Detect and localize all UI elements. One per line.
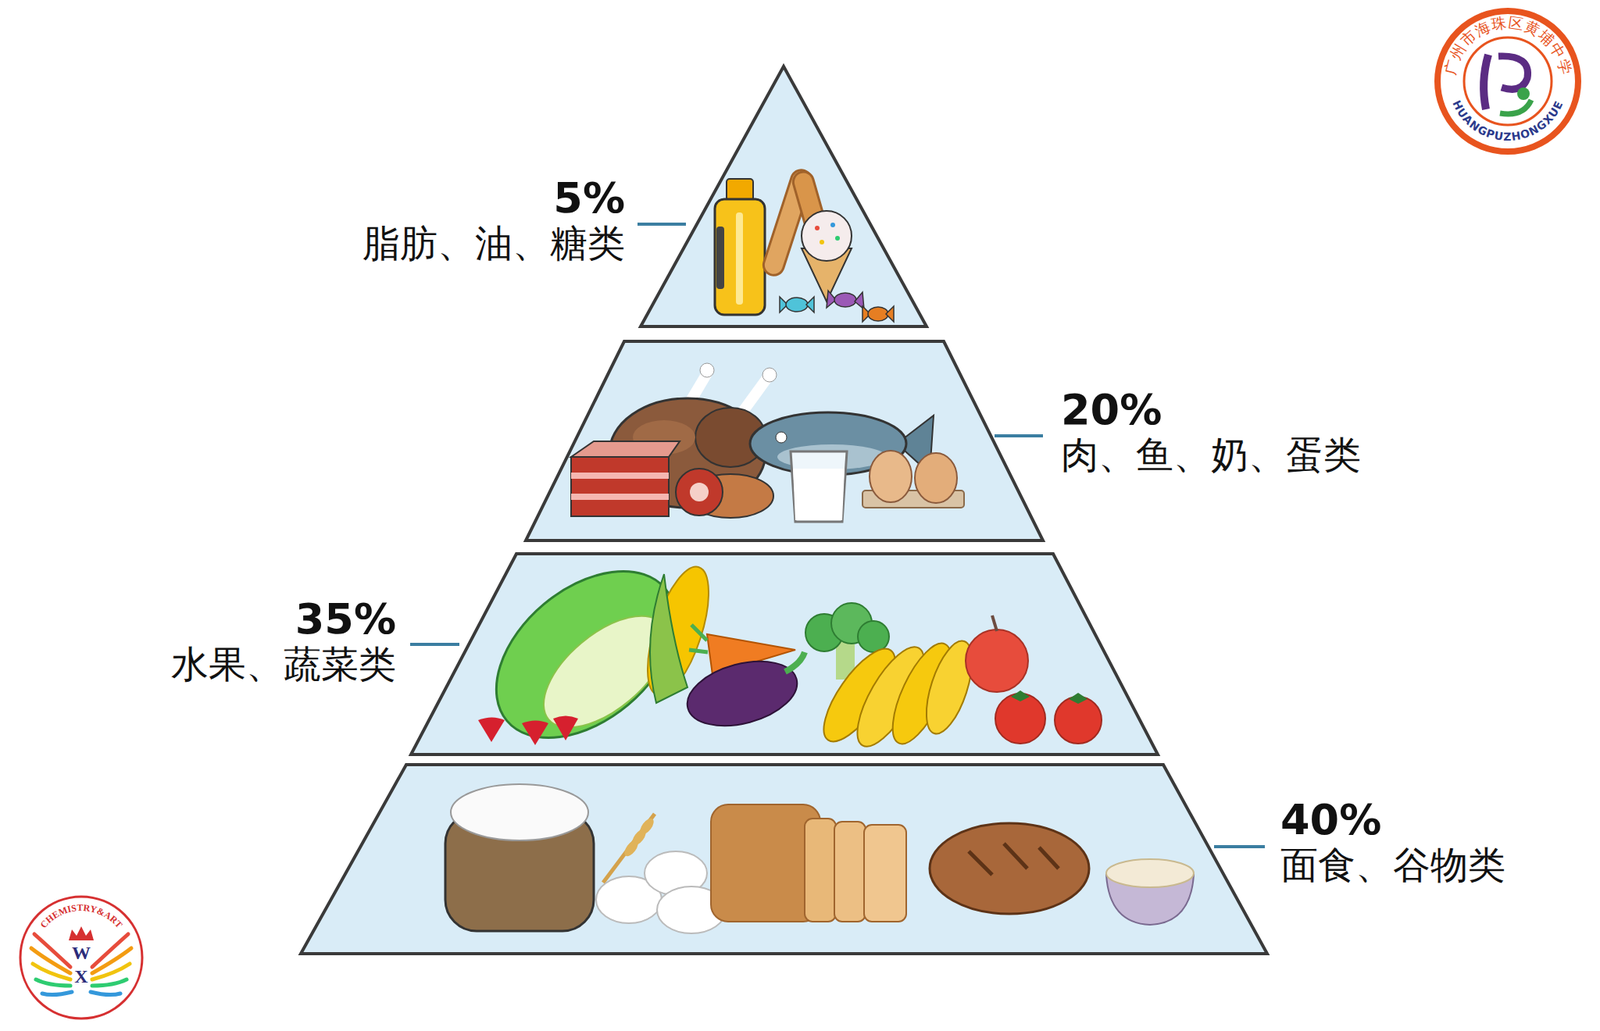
- food-group: 脂肪、油、糖类: [362, 221, 625, 267]
- chem-art-logo-part: [31, 934, 132, 996]
- school-logo-part: [1437, 10, 1579, 152]
- band-trapezoid: [410, 553, 1158, 755]
- food-group: 水果、蔬菜类: [171, 642, 397, 688]
- logo-letter: W: [71, 943, 91, 963]
- school-logo-part: [1517, 87, 1530, 100]
- arc-text: HUANGPUZHONGXUE: [1450, 98, 1566, 143]
- band-trapezoid: [300, 764, 1268, 954]
- band-outline: [522, 338, 1047, 544]
- percentage: 20%: [1060, 386, 1361, 433]
- chem-art-logo-part: [68, 926, 94, 941]
- pyramid-band: 35%水果、蔬菜类: [407, 550, 1161, 758]
- chem-art-logo-part: [32, 964, 71, 980]
- school-logo-part: [1483, 54, 1489, 110]
- chem-art-logo-part: [31, 948, 71, 974]
- school-name: 广州市海珠区黄埔中学: [1440, 13, 1575, 77]
- logo-letter: X: [74, 967, 88, 986]
- arc-text: 广州市海珠区黄埔中学: [1440, 13, 1575, 77]
- chem-art-logo: CHEMISTRY&ART: [20, 896, 143, 1019]
- leader-lines-part: [1214, 845, 1265, 849]
- food-group: 肉、鱼、奶、蛋类: [1060, 432, 1361, 479]
- percentage: 35%: [171, 596, 397, 643]
- logo-letter-holder: W: [71, 943, 91, 963]
- chem-art-logo-part: [92, 934, 129, 968]
- logo-letter-holder: X: [74, 967, 88, 986]
- pyramid-band: 5%脂肪、油、糖类: [637, 63, 930, 330]
- band-label: 5%脂肪、油、糖类: [362, 175, 625, 267]
- school-logo-part: [1498, 56, 1529, 90]
- school-logo-part: [1500, 100, 1532, 115]
- band-label: 35%水果、蔬菜类: [171, 596, 397, 688]
- percentage: 5%: [362, 175, 625, 222]
- school-logo: 广州市海珠区黄埔中学 HUANGPUZHONGXUE: [1437, 10, 1579, 152]
- leader-lines-part: [410, 642, 460, 647]
- band-outline: [637, 63, 930, 330]
- school-logo-part: [1464, 37, 1552, 125]
- pyramid-band: 20%肉、鱼、奶、蛋类: [522, 338, 1047, 544]
- chem-art-logo-part: [35, 979, 71, 986]
- leader-lines-part: [637, 222, 686, 226]
- food-group: 面食、谷物类: [1280, 842, 1506, 889]
- band-label: 40%面食、谷物类: [1280, 796, 1506, 889]
- chem-art-logo-part: [92, 964, 130, 980]
- band-outline: [297, 761, 1271, 958]
- band-trapezoid: [525, 341, 1043, 541]
- percentage: 40%: [1280, 796, 1506, 843]
- logo-text: CHEMISTRY&ART: [37, 902, 125, 931]
- chem-art-logo-part: [42, 992, 72, 996]
- chem-art-logo-part: [92, 948, 132, 974]
- leader-lines-part: [994, 434, 1043, 438]
- band-label: 20%肉、鱼、奶、蛋类: [1060, 386, 1361, 479]
- band-outline: [407, 550, 1161, 758]
- band-trapezoid: [640, 66, 927, 327]
- arc-text: CHEMISTRY&ART: [37, 902, 125, 931]
- chem-art-logo-part: [92, 979, 127, 986]
- school-name-latin: HUANGPUZHONGXUE: [1450, 98, 1566, 143]
- chem-art-logo-part: [34, 934, 71, 968]
- pyramid-band: 40%面食、谷物类: [297, 761, 1271, 958]
- chem-art-logo-part: [90, 992, 121, 996]
- chem-art-logo-part: [20, 896, 143, 1019]
